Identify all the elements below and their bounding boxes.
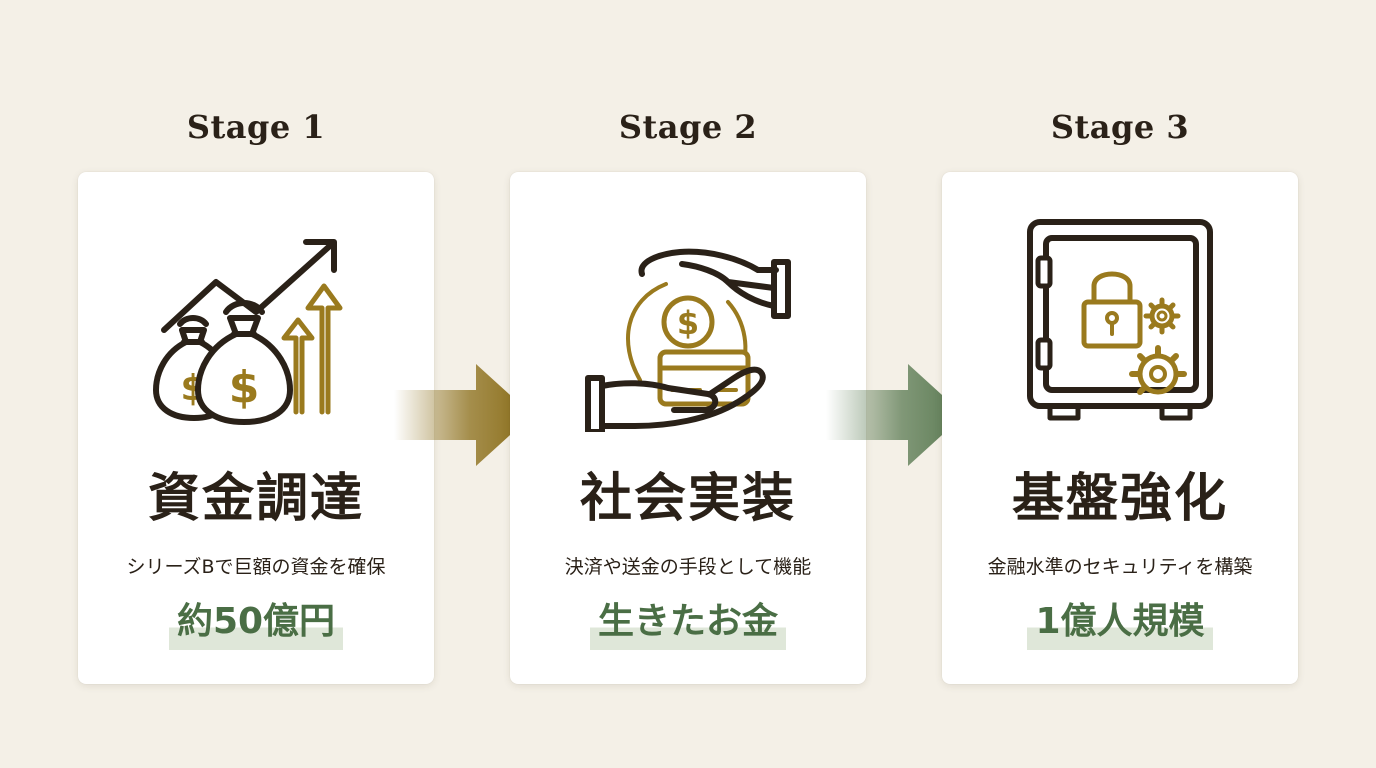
stage-1-highlight: 約50億円 [78, 594, 434, 650]
stage-2-title: 社会実装 [579, 468, 796, 529]
stage-3-highlight: 1億人規模 [942, 594, 1298, 650]
stage-3-description: 金融水準のセキュリティを構築 [987, 556, 1253, 578]
hands-payment-icon: $ [578, 212, 798, 432]
stage-2-highlight: 生きたお金 [510, 594, 866, 650]
arrow-stage-1-to-2 [394, 364, 534, 466]
stage-1-description: シリーズBで巨額の資金を確保 [126, 556, 386, 578]
svg-text:$: $ [677, 304, 699, 342]
stage-3-label: Stage 3 [1050, 108, 1190, 146]
stage-2-card: $ 社会実装 決済や送金の手段として機能 生きたお金 [510, 172, 866, 684]
money-bags-growth-icon: $ $ [146, 212, 366, 432]
stage-2-label: Stage 2 [618, 108, 758, 146]
secure-vault-icon [1010, 212, 1230, 432]
stage-3-card: 基盤強化 金融水準のセキュリティを構築 1億人規模 [942, 172, 1298, 684]
arrow-right-icon [826, 364, 964, 466]
stage-3-title: 基盤強化 [1011, 468, 1228, 529]
arrow-stage-2-to-3 [826, 364, 966, 466]
arrow-right-icon [394, 364, 532, 466]
stage-3-highlight-text: 1億人規模 [1027, 594, 1213, 650]
stage-1-highlight-text: 約50億円 [168, 594, 344, 650]
svg-text:$: $ [229, 362, 260, 413]
stage-2-description: 決済や送金の手段として機能 [564, 556, 812, 578]
stage-1-title: 資金調達 [147, 468, 364, 529]
stage-2-highlight-text: 生きたお金 [589, 594, 786, 650]
stage-1-card: $ $ 資金調達 シリーズBで巨額の資金を確保 約50億円 [78, 172, 434, 684]
stage-1-label: Stage 1 [186, 108, 326, 146]
